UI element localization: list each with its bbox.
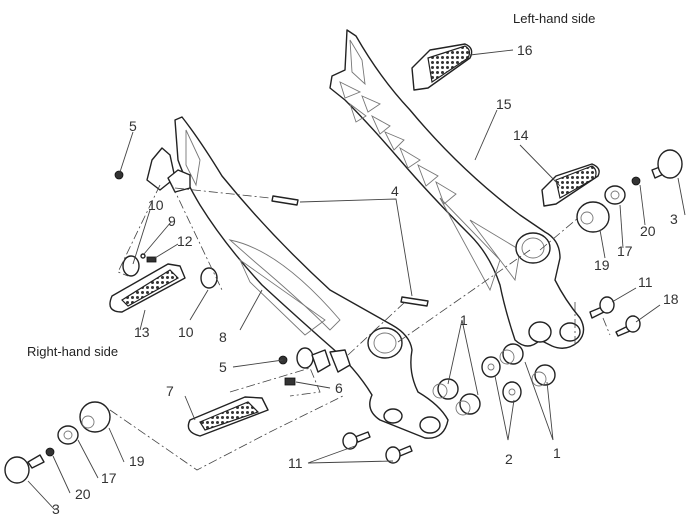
pin xyxy=(400,296,429,307)
right-hand-side-label: Right-hand side xyxy=(27,344,119,359)
callout-20: 20 xyxy=(640,223,656,239)
callout-20: 20 xyxy=(75,486,91,502)
washer-17 xyxy=(57,425,79,445)
callout-16: 16 xyxy=(517,42,533,58)
callout-5: 5 xyxy=(219,359,227,375)
callout-12: 12 xyxy=(177,233,193,249)
footpeg-13 xyxy=(109,263,186,313)
callout-3: 3 xyxy=(670,211,678,227)
callout-9: 9 xyxy=(168,213,176,229)
bushing xyxy=(432,378,459,400)
upper-mount-tabs xyxy=(146,147,191,193)
callout-17: 17 xyxy=(617,243,633,259)
bolt-11 xyxy=(342,431,371,450)
callout-15: 15 xyxy=(496,96,512,112)
callout-1: 1 xyxy=(460,312,468,328)
callout-3: 3 xyxy=(52,501,60,517)
footpeg-14 xyxy=(541,163,600,207)
footpeg-7 xyxy=(187,396,269,437)
callout-8: 8 xyxy=(219,329,227,345)
left-hand-side-label: Left-hand side xyxy=(513,11,596,26)
bolt-11 xyxy=(589,296,615,319)
callout-19: 19 xyxy=(594,257,610,273)
bushing xyxy=(455,393,481,416)
bolt-18 xyxy=(615,315,641,337)
washer xyxy=(502,381,522,403)
bushing xyxy=(499,343,524,365)
callout-17: 17 xyxy=(101,470,117,486)
bolt-3 xyxy=(651,149,683,179)
callout-10: 10 xyxy=(148,197,164,213)
callout-4: 4 xyxy=(391,183,399,199)
pin xyxy=(271,195,299,206)
washer-17 xyxy=(604,185,626,205)
right-hand-bracket xyxy=(174,116,449,439)
callout-11: 11 xyxy=(288,455,303,471)
callout-6: 6 xyxy=(335,380,343,396)
clevis-plate xyxy=(122,255,140,277)
assembly-lines xyxy=(109,184,611,471)
spring xyxy=(146,256,157,263)
spacer-19 xyxy=(576,201,610,233)
ball xyxy=(140,253,146,259)
callout-5: 5 xyxy=(129,118,137,134)
callout-2: 2 xyxy=(505,451,513,467)
callout-18: 18 xyxy=(663,291,679,307)
nut xyxy=(114,170,124,180)
callout-11: 11 xyxy=(638,274,653,290)
clevis-plate xyxy=(200,267,218,289)
spacer-19 xyxy=(79,401,111,433)
callout-13: 13 xyxy=(134,324,150,340)
bushing xyxy=(531,364,556,387)
callout-10: 10 xyxy=(178,324,194,340)
bolt-3 xyxy=(4,454,45,484)
footpeg-16 xyxy=(411,43,473,91)
spring xyxy=(284,377,296,386)
lower-mount-tabs xyxy=(296,347,351,373)
callout-7: 7 xyxy=(166,383,174,399)
callout-1: 1 xyxy=(553,445,561,461)
nut-20 xyxy=(45,447,55,457)
leader-lines xyxy=(27,49,686,511)
washer xyxy=(481,356,501,378)
bolt-11 xyxy=(385,445,413,464)
left-hand-bracket xyxy=(329,29,585,349)
callout-14: 14 xyxy=(513,127,529,143)
nut-20 xyxy=(631,176,641,186)
callout-19: 19 xyxy=(129,453,145,469)
